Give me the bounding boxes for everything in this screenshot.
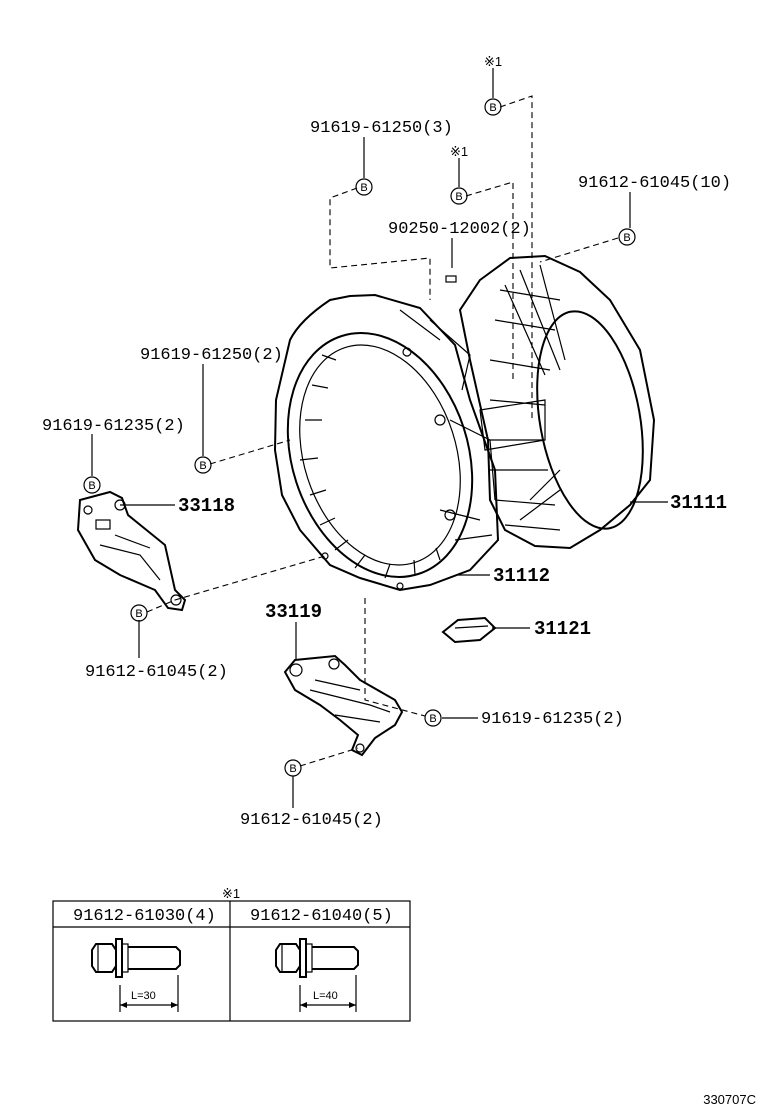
transmission-housing-front bbox=[273, 275, 500, 592]
table-header-col1: 91612-61030(4) bbox=[73, 907, 216, 926]
part-label: 91619-61250(3) bbox=[310, 119, 453, 138]
part-label: 90250-12002(2) bbox=[388, 220, 531, 239]
bolt-marker: B bbox=[484, 98, 502, 116]
bolt-marker: B bbox=[83, 476, 101, 494]
part-label: 33119 bbox=[265, 601, 322, 623]
part-label: 91619-61250(2) bbox=[140, 346, 283, 365]
solid-leaders bbox=[91, 68, 668, 808]
bolt-marker: B bbox=[424, 709, 442, 727]
part-labels: ※1 91619-61250(3) ※1 91612-61045(10) 902… bbox=[42, 54, 731, 830]
bracket-33118 bbox=[76, 490, 187, 612]
svg-text:B: B bbox=[455, 191, 462, 203]
svg-text:B: B bbox=[623, 232, 630, 244]
part-label: 33118 bbox=[178, 495, 235, 517]
part-label: 31111 bbox=[670, 492, 727, 514]
svg-text:B: B bbox=[135, 608, 142, 620]
bolt-table: ※1 91612-61030(4) 91612-61040(5) L=30 bbox=[52, 886, 411, 1022]
dashed-leaders bbox=[146, 95, 619, 767]
svg-text:B: B bbox=[429, 713, 436, 725]
svg-text:B: B bbox=[199, 460, 206, 472]
bolt-illustration-l30: L=30 bbox=[91, 938, 181, 1012]
svg-text:B: B bbox=[360, 182, 367, 194]
plug-31121 bbox=[441, 616, 497, 644]
table-note-mark: ※1 bbox=[222, 886, 240, 901]
bolt-length-l30: L=30 bbox=[131, 990, 156, 1002]
note-mark: ※1 bbox=[450, 144, 468, 159]
bolt-markers: B B B B B B B B B bbox=[83, 98, 636, 777]
svg-text:B: B bbox=[489, 102, 496, 114]
bolt-marker: B bbox=[130, 604, 148, 622]
bolt-illustration-l40: L=40 bbox=[275, 938, 359, 1012]
bolt-marker: B bbox=[450, 187, 468, 205]
part-label: 91619-61235(2) bbox=[42, 417, 185, 436]
part-label: 91612-61045(10) bbox=[578, 174, 731, 193]
svg-text:B: B bbox=[289, 763, 296, 775]
bracket-33119 bbox=[283, 654, 404, 757]
part-label: 31112 bbox=[493, 565, 550, 587]
part-label: 91612-61045(2) bbox=[85, 663, 228, 682]
part-label: 91612-61045(2) bbox=[240, 811, 383, 830]
diagram-reference-code: 330707C bbox=[703, 1092, 756, 1107]
bolt-length-l40: L=40 bbox=[313, 990, 338, 1002]
transmission-housing-rear bbox=[458, 254, 656, 550]
table-header-col2: 91612-61040(5) bbox=[250, 907, 393, 926]
bolt-marker: B bbox=[355, 178, 373, 196]
svg-text:B: B bbox=[88, 480, 95, 492]
bolt-marker: B bbox=[194, 456, 212, 474]
part-label: 31121 bbox=[534, 618, 591, 640]
note-mark: ※1 bbox=[484, 54, 502, 69]
bolt-marker: B bbox=[284, 759, 302, 777]
bolt-marker: B bbox=[618, 228, 636, 246]
part-label: 91619-61235(2) bbox=[481, 710, 624, 729]
